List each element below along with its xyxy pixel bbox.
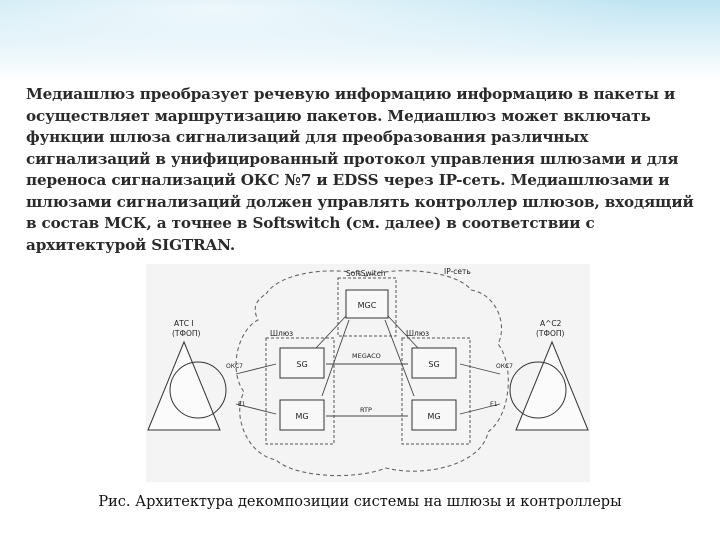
atc2-label: А^С2 [540, 319, 562, 328]
megaco-label: MEGACO [352, 352, 381, 360]
mgc-mg-right-link [384, 319, 415, 397]
rtp-label: RTP [360, 406, 372, 414]
atc2-mg-link [459, 403, 501, 415]
connection-lines [235, 315, 501, 417]
atc1-mg-link [235, 403, 277, 415]
sg-right-label: SG [428, 360, 439, 369]
gateway-left-label: Шлюз [270, 329, 293, 338]
architecture-figure: MGC SG SG MG MG SoftSwitch IP-сеть Шлюз … [146, 264, 590, 482]
mgc-mg-left-link [321, 319, 350, 397]
atc1-triangle [147, 340, 221, 431]
atc1-sublabel: (ТФОП) [172, 329, 201, 338]
atc2-sg-link [459, 363, 501, 375]
gateway-left-boundary [265, 337, 335, 445]
okc7-right-label: ОКС7 [496, 363, 513, 370]
mg-right-label: MG [427, 412, 440, 421]
atc2-triangle [515, 340, 589, 431]
mgc-sg-right-link [387, 315, 419, 349]
architecture-diagram: MGC SG SG MG MG SoftSwitch IP-сеть Шлюз … [147, 267, 589, 477]
ip-network-cloud [235, 270, 509, 477]
atc1-sg-link [235, 363, 277, 375]
softswitch-label: SoftSwitch [346, 269, 386, 278]
mg-left-label: MG [295, 412, 308, 421]
atc1-label: АТС I [174, 319, 194, 328]
mg-left-box [279, 399, 325, 431]
mgc-label: MGC [358, 301, 377, 310]
mgc-box [345, 289, 389, 319]
sg-right-box [411, 347, 457, 379]
e1-right-label: E1 [490, 401, 498, 408]
sg-left-box [279, 347, 325, 379]
softswitch-boundary [337, 277, 397, 337]
ip-network-label: IP-сеть [444, 267, 471, 276]
sg-left-label: SG [296, 360, 307, 369]
e1-left-label: E1 [238, 401, 246, 408]
mgc-sg-left-link [315, 315, 347, 349]
okc7-left-label: ОКС7 [226, 363, 243, 370]
gateway-right-boundary [401, 337, 471, 445]
body-paragraph: Медиашлюз преобразует речевую информацию… [26, 85, 694, 254]
banner-highlight [0, 0, 720, 80]
atc2-sublabel: (ТФОП) [536, 329, 565, 338]
gateway-right-label: Шлюз [406, 329, 429, 338]
header-banner [0, 0, 720, 80]
figure-caption: Рис. Архитектура декомпозиции системы на… [98, 494, 622, 510]
atc1-circle [169, 361, 227, 419]
mg-right-box [411, 399, 457, 431]
atc2-circle [509, 361, 567, 419]
